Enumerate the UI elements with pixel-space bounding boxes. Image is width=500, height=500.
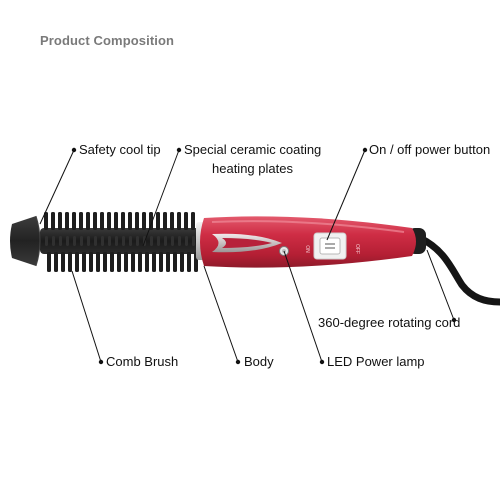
bristle	[108, 236, 111, 246]
bristle	[173, 252, 177, 272]
leader-lines	[39, 149, 455, 363]
bristle	[163, 212, 167, 230]
bristle	[131, 252, 135, 272]
safety-cool-tip	[10, 216, 40, 266]
bristle	[177, 212, 181, 230]
label-rotating-cord: 360-degree rotating cord	[318, 315, 461, 330]
bristle	[124, 252, 128, 272]
bristle	[185, 236, 188, 246]
brush-barrel	[40, 228, 212, 254]
bristle	[58, 212, 62, 230]
bristle	[164, 236, 167, 246]
label-ceramic-line1: Special ceramic coating	[184, 142, 322, 157]
bristle	[66, 236, 69, 246]
label-comb-brush: Comb Brush	[106, 354, 179, 369]
bristle	[100, 212, 104, 230]
bristle	[129, 236, 132, 246]
bristle	[101, 236, 104, 246]
bristle	[157, 236, 160, 246]
bristle	[82, 252, 86, 272]
bristle	[135, 212, 139, 230]
bristle	[89, 252, 93, 272]
bristle	[171, 236, 174, 246]
bristle	[180, 252, 184, 272]
label-ceramic-line2: heating plates	[212, 161, 293, 176]
switch-off-mark: OFF	[354, 244, 360, 254]
bristle	[142, 212, 146, 230]
bristle	[184, 212, 188, 230]
bristle	[115, 236, 118, 246]
bristle	[87, 236, 90, 246]
bristle	[136, 236, 139, 246]
bristle	[178, 236, 181, 246]
bristle	[44, 212, 48, 230]
leader-dots	[71, 147, 457, 365]
bristle	[110, 252, 114, 272]
bristle	[150, 236, 153, 246]
bristle	[192, 236, 195, 246]
bristle	[114, 212, 118, 230]
label-safety-cool-tip: Safety cool tip	[79, 142, 161, 157]
bristle	[187, 252, 191, 272]
bristle	[80, 236, 83, 246]
bristle	[68, 252, 72, 272]
bristle	[166, 252, 170, 272]
label-power-button: On / off power button	[369, 142, 491, 157]
bristle	[59, 236, 62, 246]
bristle	[96, 252, 100, 272]
bristle	[103, 252, 107, 272]
bristle	[75, 252, 79, 272]
bristle	[156, 212, 160, 230]
bristle	[79, 212, 83, 230]
bristle	[54, 252, 58, 272]
bristle	[117, 252, 121, 272]
bristle	[72, 212, 76, 230]
bristle	[52, 236, 55, 246]
bristle	[45, 236, 48, 246]
bristle	[94, 236, 97, 246]
bristle	[138, 252, 142, 272]
bristle	[73, 236, 76, 246]
bristle	[86, 212, 90, 230]
handle-body	[200, 216, 416, 268]
bristle	[145, 252, 149, 272]
page-title: Product Composition	[40, 33, 175, 48]
bristle	[93, 212, 97, 230]
bristle	[61, 252, 65, 272]
power-switch-toggle	[319, 237, 341, 255]
power-cord	[416, 234, 500, 306]
bristle	[65, 212, 69, 230]
comb-bristles	[44, 212, 198, 272]
bristle	[121, 212, 125, 230]
bristle	[47, 252, 51, 272]
bristle	[128, 212, 132, 230]
bristle	[159, 252, 163, 272]
bristle	[149, 212, 153, 230]
switch-on-mark: ON	[304, 245, 310, 253]
label-led-lamp: LED Power lamp	[327, 354, 425, 369]
bristle	[107, 212, 111, 230]
bristle	[122, 236, 125, 246]
bristle	[152, 252, 156, 272]
bristle	[191, 212, 195, 230]
bristle	[170, 212, 174, 230]
bristle	[51, 212, 55, 230]
label-body: Body	[244, 354, 274, 369]
